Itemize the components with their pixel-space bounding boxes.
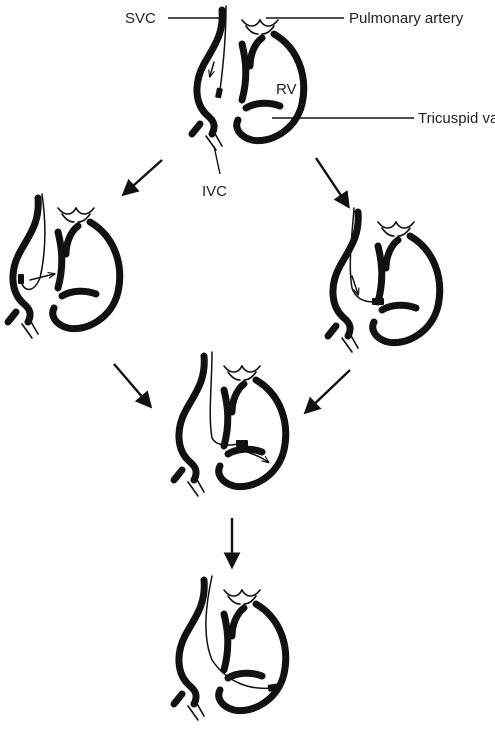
arrow-from-2a-to-3 [114, 364, 150, 406]
heart-stage-2a [8, 194, 120, 338]
label-pulmonary-artery: Pulmonary artery [349, 10, 464, 27]
heart-stage-1 [192, 6, 304, 150]
arrow-to-stage-2b [316, 158, 348, 206]
label-ivc: IVC [202, 183, 227, 200]
heart-stage-4 [174, 576, 286, 720]
catheter-tip-stage-2a [18, 274, 24, 284]
catheter-stage-2b [350, 208, 374, 302]
arrow-to-stage-2a [124, 160, 162, 194]
ivc-leader [214, 146, 220, 174]
catheter-tip-stage-1 [215, 87, 223, 98]
arrow-from-2b-to-3 [306, 370, 350, 412]
catheter-tip-stage-2b [372, 298, 384, 305]
heart-stage-3 [174, 352, 286, 496]
heart-stage-2b [328, 208, 440, 352]
catheter-tip-stage-3 [236, 440, 248, 447]
label-svc: SVC [125, 10, 156, 27]
label-rv: RV [276, 81, 297, 98]
label-tricuspid-valve: Tricuspid valve [418, 110, 495, 127]
